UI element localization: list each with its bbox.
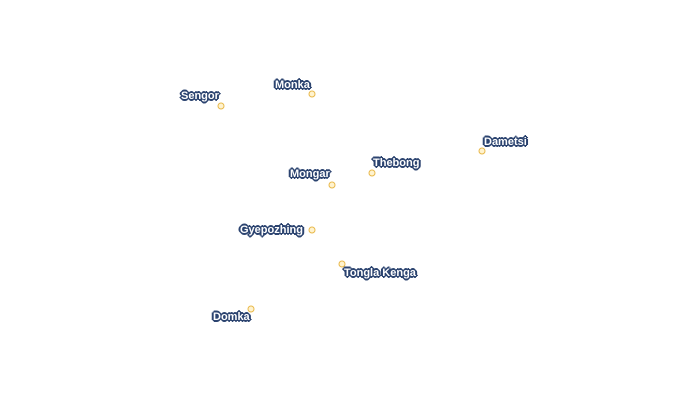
place-label: Gyepozhing	[240, 224, 303, 236]
place-marker-icon	[247, 305, 255, 313]
place-marker-icon	[338, 260, 346, 268]
place-marker-icon	[328, 181, 336, 189]
place-marker-icon	[217, 102, 225, 110]
place-label: Mongar	[290, 168, 330, 180]
place-marker-icon	[368, 169, 376, 177]
place-label: Monka	[275, 79, 310, 91]
place-label: Dametsi	[484, 136, 527, 148]
place-label: Thebong	[373, 157, 420, 169]
place-marker-icon	[308, 226, 316, 234]
place-label: Tongla Kenga	[344, 267, 416, 279]
place-label: Domka	[213, 311, 250, 323]
place-marker-icon	[308, 90, 316, 98]
place-label: Sengor	[181, 90, 219, 102]
place-marker-icon	[478, 147, 486, 155]
